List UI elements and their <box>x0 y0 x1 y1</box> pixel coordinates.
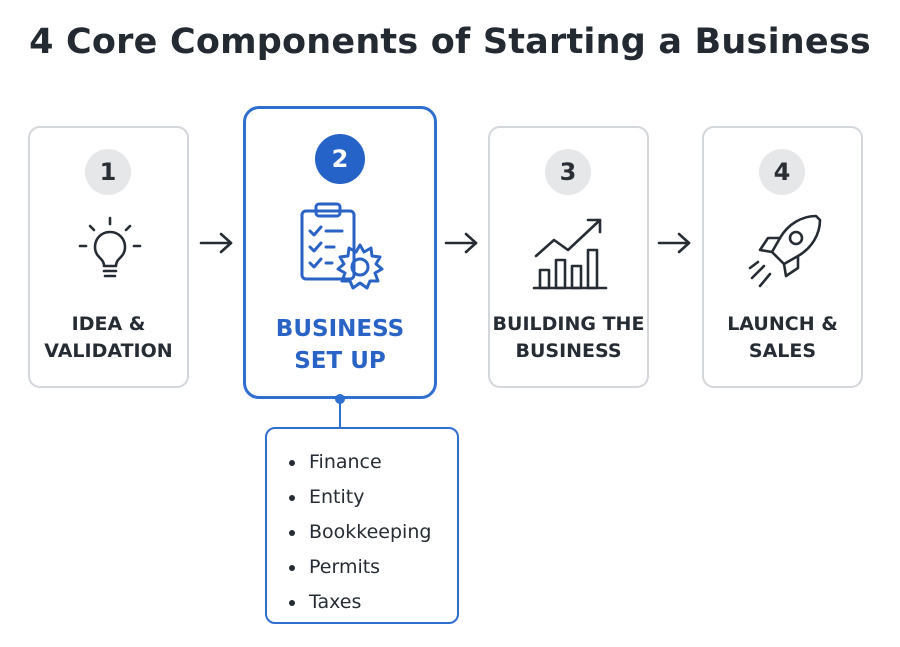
step-label-line: BUSINESS <box>515 340 622 362</box>
step-label-line: LAUNCH & <box>727 313 838 335</box>
step-card-2: 2 BUSINESS SET UP <box>243 106 437 399</box>
arrow-right-icon <box>199 232 233 254</box>
page-title: 4 Core Components of Starting a Business <box>29 22 871 62</box>
connector-dot <box>335 394 345 404</box>
list-item: Finance <box>289 445 457 480</box>
step-card-3: 3 BUILDING THE BUSINESS <box>488 126 649 388</box>
growth-chart-icon <box>532 218 608 290</box>
arrow-right-icon <box>444 232 478 254</box>
list-item: Entity <box>289 480 457 515</box>
step-label: LAUNCH & SALES <box>704 311 861 365</box>
step-card-4: 4 LAUNCH & SALES <box>702 126 863 388</box>
step-label-line: BUILDING THE <box>492 313 645 335</box>
list-item: Permits <box>289 550 457 585</box>
step-label: BUILDING THE BUSINESS <box>490 311 647 365</box>
step-number-badge: 1 <box>85 149 131 195</box>
connector-line <box>339 398 341 428</box>
step-label-line: BUSINESS <box>275 316 405 342</box>
step-label-line: IDEA & <box>71 313 146 335</box>
step-label: IDEA & VALIDATION <box>30 311 187 365</box>
list-item: Taxes <box>289 585 457 620</box>
step-label-line: SALES <box>748 340 817 362</box>
step-card-1: 1 IDEA & VALIDATION <box>28 126 189 388</box>
list-item: Bookkeeping <box>289 515 457 550</box>
step-label: BUSINESS SET UP <box>246 313 434 377</box>
step-label-line: SET UP <box>294 348 386 374</box>
arrow-right-icon <box>657 232 691 254</box>
rocket-icon <box>748 214 822 288</box>
step-number-badge: 4 <box>759 149 805 195</box>
detail-list: Finance Entity Bookkeeping Permits Taxes <box>267 429 457 620</box>
step-label-line: VALIDATION <box>44 340 173 362</box>
step-number-badge: 3 <box>545 149 591 195</box>
lightbulb-icon <box>78 216 142 278</box>
step-number-badge: 2 <box>315 134 365 184</box>
business-setup-details: Finance Entity Bookkeeping Permits Taxes <box>265 427 459 624</box>
clipboard-gear-icon <box>300 202 384 290</box>
